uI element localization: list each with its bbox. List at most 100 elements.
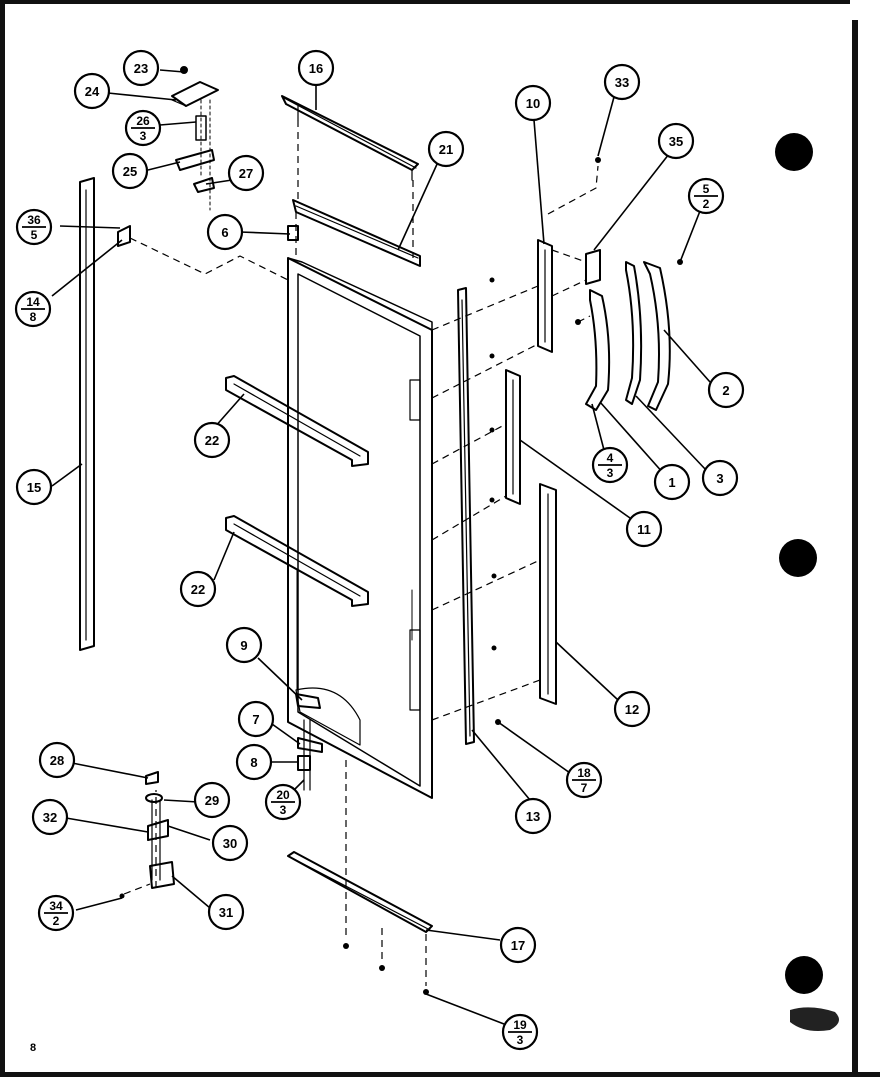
handle-part-1 (585, 289, 611, 411)
callout-19: 193 (501, 1013, 539, 1051)
callout-number: 14 (26, 295, 40, 309)
callout-circle (625, 510, 663, 548)
edge-rail-13 (457, 287, 475, 745)
callout-22b: 22 (179, 570, 217, 608)
callout-number: 32 (43, 810, 57, 825)
callout-number: 21 (439, 142, 453, 157)
callout-circle (179, 570, 217, 608)
callout-number: 1 (668, 475, 675, 490)
punch-hole-top (775, 133, 813, 171)
callout-circle (701, 459, 739, 497)
callout-13: 13 (514, 797, 552, 835)
callout-circle (613, 690, 651, 728)
callout-17: 17 (499, 926, 537, 964)
callout-quantity: 3 (140, 129, 147, 143)
callout-26: 263 (124, 109, 162, 147)
callout-number: 24 (85, 84, 100, 99)
callout-number: 9 (240, 638, 247, 653)
callout-number: 5 (703, 182, 710, 196)
callout-number: 13 (526, 809, 540, 824)
callout-circle (707, 371, 745, 409)
callout-14: 148 (14, 290, 52, 328)
callout-34: 342 (37, 894, 75, 932)
callout-31: 31 (207, 893, 245, 931)
callout-number: 12 (625, 702, 639, 717)
callout-circle (657, 122, 695, 160)
callout-circle (603, 63, 641, 101)
callout-9: 9 (225, 626, 263, 664)
callout-number: 3 (716, 471, 723, 486)
callout-quantity: 5 (31, 228, 38, 242)
callout-number: 30 (223, 836, 237, 851)
callout-number: 7 (252, 712, 259, 727)
callout-circle (237, 700, 275, 738)
trim-strip-11 (505, 369, 521, 505)
callout-number: 8 (250, 755, 257, 770)
callout-36: 365 (15, 208, 53, 246)
callout-10: 10 (514, 84, 552, 122)
callout-circle (73, 72, 111, 110)
bracket-14 (117, 225, 131, 247)
callout-number: 6 (221, 225, 228, 240)
callout-quantity: 8 (30, 310, 37, 324)
callout-quantity: 3 (517, 1033, 524, 1047)
callout-15: 15 (15, 468, 53, 506)
gasket-strip-15 (79, 177, 95, 651)
callout-circle (227, 154, 265, 192)
lower-hinge-assembly (145, 771, 175, 889)
handle-trim-10 (537, 239, 553, 353)
callout-number: 25 (123, 164, 137, 179)
callouts: 1234352678910111213148151617187193203212… (14, 49, 745, 1051)
callout-number: 26 (136, 114, 150, 128)
bracket-35 (585, 249, 601, 285)
callout-circle (427, 130, 465, 168)
callout-circle (15, 468, 53, 506)
callout-number: 4 (607, 451, 614, 465)
shelf-bracket-lower (225, 515, 369, 607)
callout-35: 35 (657, 122, 695, 160)
punch-hole-bottom (785, 956, 823, 994)
door-stop-6 (287, 225, 299, 241)
callout-number: 29 (205, 793, 219, 808)
top-channel-21 (292, 199, 421, 267)
callout-23: 23 (122, 49, 160, 87)
callout-6: 6 (206, 213, 244, 251)
callout-27: 27 (227, 154, 265, 192)
callout-circle (38, 741, 76, 779)
punch-hole-middle (779, 539, 817, 577)
callout-circle (235, 743, 273, 781)
callout-number: 31 (219, 905, 233, 920)
callout-quantity: 3 (280, 803, 287, 817)
callout-circle (207, 893, 245, 931)
callout-number: 17 (511, 938, 525, 953)
callout-1: 1 (653, 463, 691, 501)
callout-number: 34 (49, 899, 63, 913)
callout-32: 32 (31, 798, 69, 836)
callout-circle (206, 213, 244, 251)
callout-18: 187 (565, 761, 603, 799)
top-hinge-assembly (171, 66, 219, 211)
callout-circle (514, 797, 552, 835)
trim-strip-12 (539, 483, 557, 705)
callout-circle (653, 463, 691, 501)
callout-number: 2 (722, 383, 729, 398)
callout-number: 27 (239, 166, 253, 181)
callout-number: 36 (27, 213, 41, 227)
callout-22a: 22 (193, 421, 231, 459)
top-trim-16 (281, 95, 419, 181)
callout-circle (122, 49, 160, 87)
callout-number: 16 (309, 61, 323, 76)
callout-number: 22 (191, 582, 205, 597)
callout-circle (225, 626, 263, 664)
callout-28: 28 (38, 741, 76, 779)
callout-29: 29 (193, 781, 231, 819)
door-panel (287, 257, 433, 799)
callout-24: 24 (73, 72, 111, 110)
callout-16: 16 (297, 49, 335, 87)
callout-2: 2 (707, 371, 745, 409)
callout-3: 3 (701, 459, 739, 497)
callout-number: 35 (669, 134, 683, 149)
bottom-trim-17 (287, 851, 433, 933)
